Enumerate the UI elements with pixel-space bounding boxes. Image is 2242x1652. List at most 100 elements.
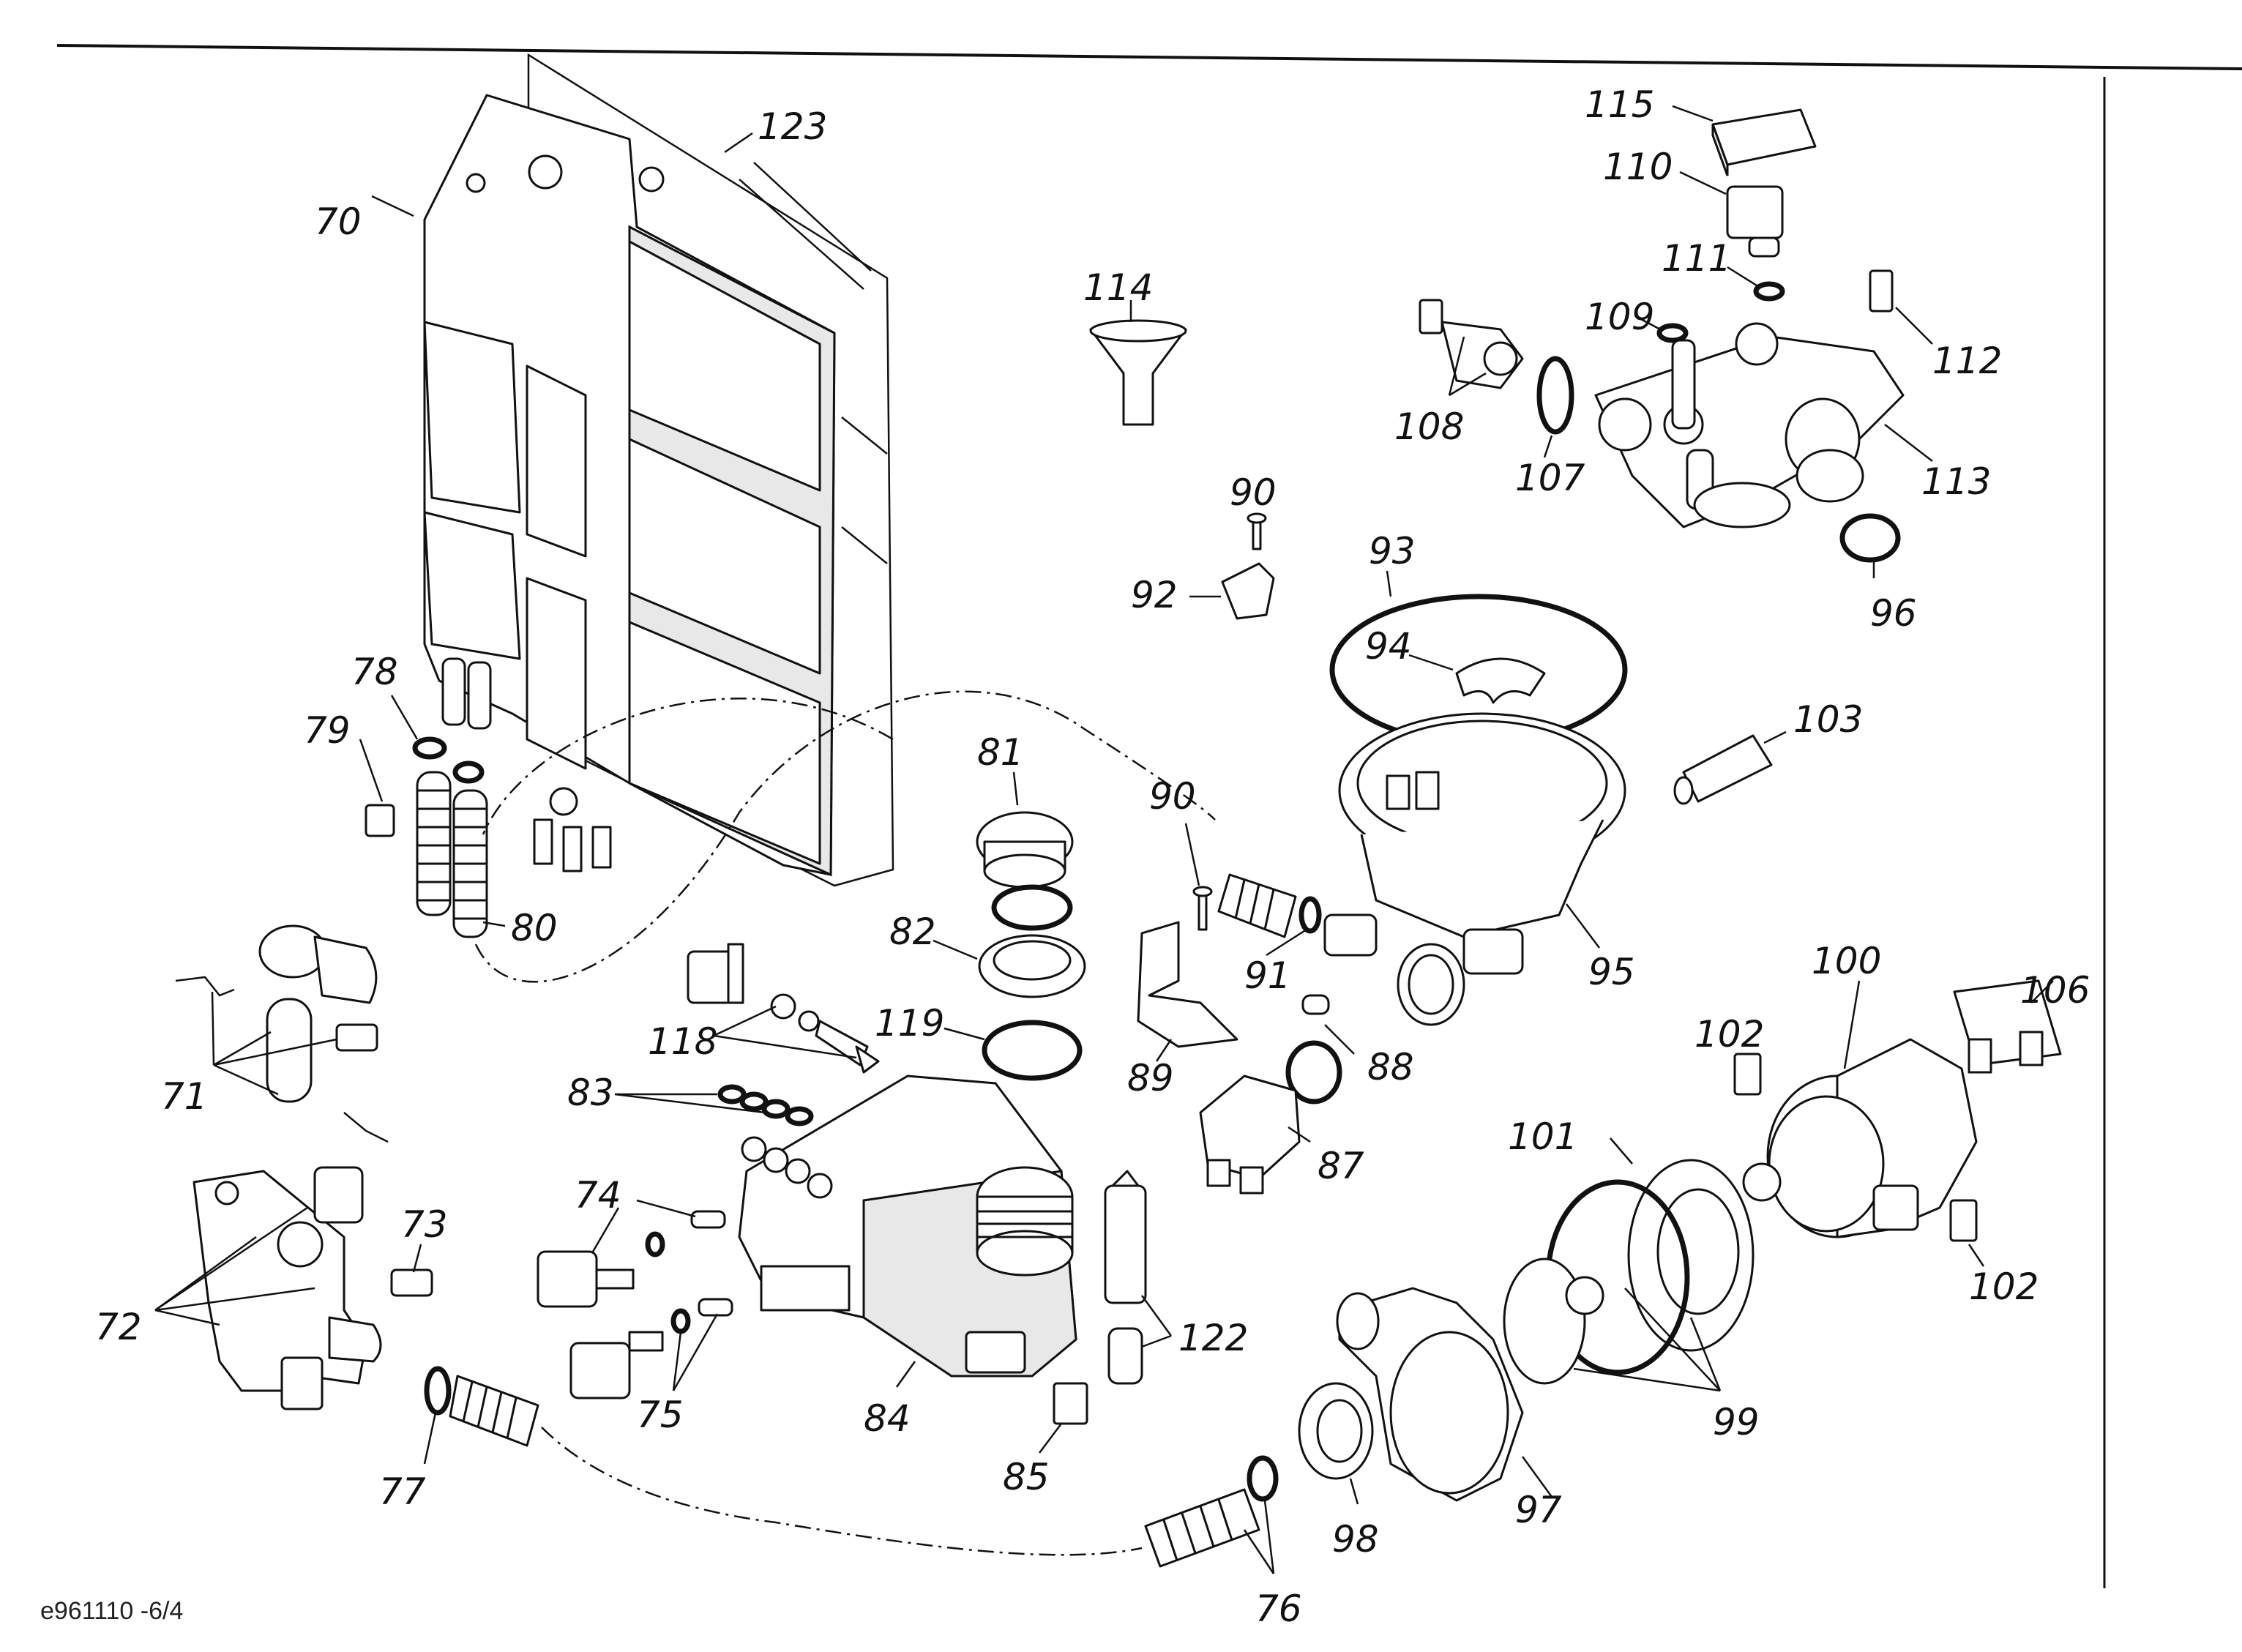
label-96: 96 <box>1870 592 1917 635</box>
top-border-line <box>56 44 2242 70</box>
part-85-clip <box>1053 1382 1088 1425</box>
part-78-rings <box>412 736 485 784</box>
label-100: 100 <box>1812 940 1881 982</box>
part-87-heater-block <box>1199 1074 1301 1195</box>
part-113-diverter <box>1594 322 1905 528</box>
part-101-housing <box>1627 1159 1755 1352</box>
label-119: 119 <box>875 1002 944 1044</box>
dashed-hose-route-left <box>474 690 1216 983</box>
label-88: 88 <box>1367 1046 1414 1088</box>
part-91-hose <box>1217 873 1322 938</box>
label-81: 81 <box>977 731 1024 774</box>
label-111: 111 <box>1662 237 1731 280</box>
part-79-clip <box>365 804 395 837</box>
part-82-nut <box>978 934 1086 998</box>
part-119-ring <box>982 1020 1083 1081</box>
part-122-sensor <box>1104 1170 1147 1385</box>
part-99-impeller <box>1503 1257 1604 1385</box>
part-94-strainer <box>1455 657 1546 704</box>
label-91: 91 <box>1244 954 1291 997</box>
part-90-screw-top <box>1247 512 1267 550</box>
label-84: 84 <box>864 1397 911 1440</box>
part-72-inlet-valve-block <box>193 1112 433 1410</box>
label-70: 70 <box>315 201 362 243</box>
label-98: 98 <box>1332 1518 1379 1561</box>
label-82: 82 <box>889 911 936 953</box>
part-106-bracket <box>1953 979 2062 1074</box>
part-103-pin <box>1673 734 1773 805</box>
label-80: 80 <box>511 907 558 949</box>
label-114: 114 <box>1083 266 1153 309</box>
part-76-hose <box>1144 1455 1279 1568</box>
part-102-clip-lower <box>1949 1199 1978 1242</box>
label-102-upper: 102 <box>1694 1013 1764 1055</box>
part-111-ring <box>1753 281 1785 302</box>
label-79: 79 <box>304 709 351 752</box>
label-109: 109 <box>1585 296 1654 338</box>
label-72: 72 <box>95 1306 142 1348</box>
label-92: 92 <box>1131 574 1178 616</box>
label-97: 97 <box>1515 1489 1562 1531</box>
label-110: 110 <box>1603 146 1673 188</box>
label-77: 77 <box>379 1470 426 1513</box>
label-95: 95 <box>1588 951 1635 993</box>
part-75-valve <box>569 1298 733 1399</box>
part-77-ring <box>424 1366 452 1416</box>
label-94: 94 <box>1365 625 1412 668</box>
label-83: 83 <box>567 1072 614 1114</box>
label-75: 75 <box>637 1394 684 1436</box>
label-73: 73 <box>401 1203 448 1246</box>
label-108: 108 <box>1394 405 1464 448</box>
label-90-lower: 90 <box>1149 775 1196 818</box>
part-98-seal <box>1298 1382 1374 1480</box>
part-90-screw-lower <box>1192 886 1213 931</box>
part-80-hoses <box>416 771 488 938</box>
part-81-cap <box>976 811 1074 889</box>
label-90-top: 90 <box>1230 471 1277 514</box>
label-78: 78 <box>351 651 398 693</box>
part-motor-nut <box>1742 1162 1782 1202</box>
label-118: 118 <box>648 1020 717 1063</box>
label-115: 115 <box>1585 83 1654 126</box>
dashed-hose-route-lower <box>541 1427 1143 1556</box>
part-89-bracket <box>1137 921 1238 1048</box>
label-89: 89 <box>1127 1057 1174 1099</box>
label-71: 71 <box>161 1075 208 1118</box>
part-108-valve <box>1419 299 1524 389</box>
label-123: 123 <box>758 105 827 148</box>
label-74: 74 <box>575 1174 621 1216</box>
label-107: 107 <box>1515 457 1585 499</box>
part-109-ring <box>1656 323 1689 343</box>
part-95-sump <box>1323 712 1626 1026</box>
label-102-lower: 102 <box>1969 1266 2039 1308</box>
label-93: 93 <box>1369 530 1416 572</box>
part-77-hose <box>449 1375 539 1447</box>
label-101: 101 <box>1508 1115 1577 1158</box>
part-97-pump-housing <box>1336 1287 1524 1502</box>
label-99: 99 <box>1713 1401 1760 1443</box>
label-103: 103 <box>1793 698 1863 741</box>
part-88-ring <box>1285 1040 1342 1105</box>
part-100-motor <box>1766 1038 1978 1238</box>
part-115-cover <box>1711 108 1817 176</box>
part-83-rings <box>717 1084 814 1126</box>
part-118-valve <box>687 943 880 1074</box>
part-110-connector <box>1726 185 1784 258</box>
label-106: 106 <box>2020 969 2090 1012</box>
part-112-clip <box>1869 269 1894 313</box>
drawing-code: e961110 -6/4 <box>40 1597 183 1625</box>
label-87: 87 <box>1318 1145 1364 1187</box>
label-122: 122 <box>1178 1317 1248 1359</box>
part-84-housing <box>738 1074 1077 1378</box>
part-96-clamp <box>1839 513 1901 563</box>
part-70-tank <box>423 94 836 877</box>
part-102-clip-upper <box>1733 1053 1762 1096</box>
part-81-seal <box>991 884 1073 931</box>
label-85: 85 <box>1003 1456 1050 1498</box>
part-107-ring <box>1536 356 1574 435</box>
label-112: 112 <box>1932 340 2002 382</box>
label-76: 76 <box>1255 1588 1302 1630</box>
dashed-hose-route-upper <box>482 698 894 835</box>
part-92-bracket <box>1221 562 1275 620</box>
